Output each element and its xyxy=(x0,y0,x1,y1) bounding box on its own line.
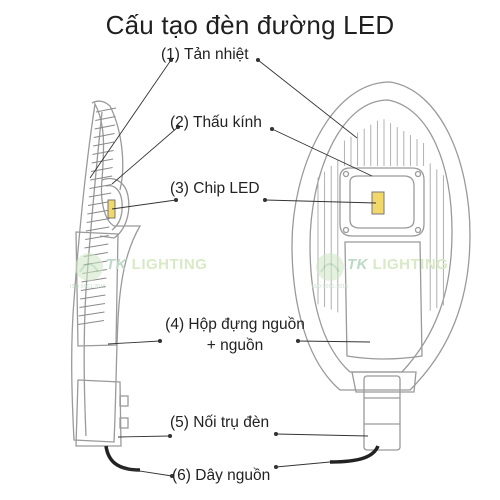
side-lens-inner xyxy=(105,184,123,231)
watermark-brand-a: TK xyxy=(347,256,368,273)
diagram-title: Cấu tạo đèn đường LED xyxy=(105,10,395,40)
heat-sink-fin xyxy=(94,124,116,130)
label-driver-box: (4) Hộp đựng nguồn + nguồn xyxy=(150,316,320,355)
heat-sink-fin xyxy=(93,141,115,147)
heat-sink-fin xyxy=(90,166,113,173)
heat-sink-fin xyxy=(87,200,111,207)
heat-sink-fin xyxy=(85,234,109,241)
watermark-brand-b: LIGHTING xyxy=(131,256,208,273)
heat-sink-fin xyxy=(77,319,105,326)
heat-sink-fin xyxy=(80,294,106,300)
side-top-cap xyxy=(91,100,124,191)
watermark-logo-left xyxy=(75,253,103,281)
watermark-iso-left: ISO 9001:2015 xyxy=(70,284,107,290)
watermark-right: TK LIGHTING xyxy=(347,256,448,273)
front-outer-housing xyxy=(291,81,471,391)
front-lens-frame xyxy=(339,167,425,237)
side-box xyxy=(75,231,119,347)
front-pole-joint xyxy=(363,375,401,451)
heat-sink-fin xyxy=(92,149,114,156)
side-bolt-1 xyxy=(119,395,129,407)
heat-sink-fin xyxy=(84,243,109,249)
side-cable xyxy=(104,445,141,472)
front-driver-box xyxy=(344,241,423,360)
watermark-logo-right xyxy=(316,253,344,281)
front-view-lamp xyxy=(291,81,471,451)
front-heat-sink-fins xyxy=(317,119,444,313)
watermark-brand-a: TK xyxy=(106,256,127,273)
heat-sink-fin xyxy=(79,302,106,309)
callout-lines xyxy=(89,57,377,479)
side-pole-joint xyxy=(75,379,122,447)
heat-sink-fin xyxy=(90,175,113,181)
label-heat-sink: (1) Tản nhiệt xyxy=(161,46,249,63)
watermark-brand-b: LIGHTING xyxy=(372,256,449,273)
heat-sink-fin xyxy=(87,209,111,215)
heat-sink-fin xyxy=(85,226,110,232)
side-lens-housing xyxy=(99,177,130,239)
label-cable: (6) Dây nguồn xyxy=(172,467,271,484)
side-heat-sink-fins xyxy=(77,107,117,326)
front-lens xyxy=(349,175,415,229)
heat-sink-fin xyxy=(89,183,112,190)
label-pole-joint: (5) Nối trụ đèn xyxy=(170,414,270,431)
label-driver-box-line1: (4) Hộp đựng nguồn xyxy=(165,316,305,333)
label-chip-led: (3) Chip LED xyxy=(170,180,260,197)
label-driver-box-line2: + nguồn xyxy=(206,337,264,354)
heat-sink-fin xyxy=(93,132,115,139)
heat-sink-fin xyxy=(86,217,110,224)
heat-sink-fin xyxy=(80,285,107,292)
heat-sink-fin xyxy=(95,115,116,122)
heat-sink-fin xyxy=(88,192,112,198)
watermark-left: TK LIGHTING xyxy=(106,256,207,273)
heat-sink-fin xyxy=(95,107,117,113)
watermark-iso-right: ISO 9001:2015 xyxy=(312,284,349,290)
heat-sink-fin xyxy=(78,311,105,317)
label-lens: (2) Thấu kính xyxy=(170,114,262,131)
side-bolt-2 xyxy=(119,417,129,429)
front-neck xyxy=(351,371,417,393)
heat-sink-fin xyxy=(91,158,114,164)
front-cable xyxy=(329,445,380,464)
side-housing xyxy=(71,101,142,443)
